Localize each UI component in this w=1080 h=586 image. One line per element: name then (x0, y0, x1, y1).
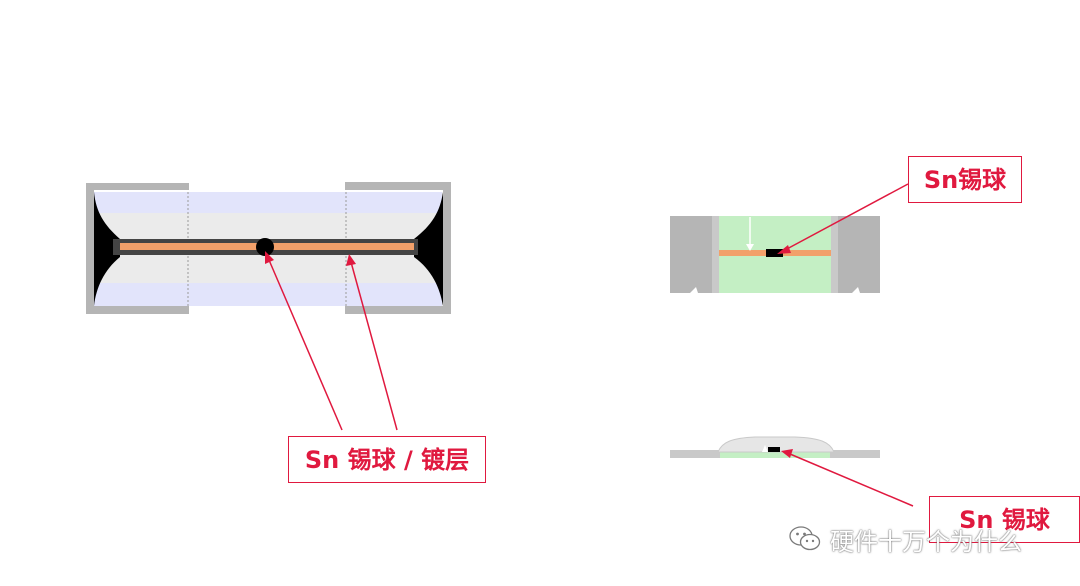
profile-right-terminal (830, 450, 880, 458)
callout-main-label: Sn 锡球 / 镀层 (304, 445, 470, 474)
callout-top-label: Sn锡球 (923, 165, 1007, 194)
arrowhead-top-callout (777, 245, 791, 254)
profile-left-terminal (670, 450, 720, 458)
thin-fuse-profile (670, 436, 880, 458)
arrowhead-bottom-callout (781, 449, 793, 458)
profile-gap-mark (762, 445, 768, 452)
leader-top-callout (784, 183, 909, 251)
arrowhead-main-ball (265, 251, 274, 264)
sn-solder-block-thin (768, 447, 780, 452)
sn-solder-ball (256, 238, 274, 256)
arrowhead-main-plating (346, 254, 356, 266)
right-terminal-inner (831, 216, 838, 293)
left-end-termination (94, 192, 120, 306)
callout-sn-ball-plating: Sn 锡球 / 镀层 (288, 436, 486, 483)
corner-mark-left (690, 287, 698, 293)
leader-main-to-plating (350, 261, 398, 431)
wechat-icon (788, 525, 822, 553)
sn-solder-block (766, 249, 783, 257)
watermark: 硬件十万个为什么 (788, 524, 1022, 556)
leader-bottom-callout (789, 453, 914, 507)
callout-leader-lines (265, 183, 914, 507)
watermark-text: 硬件十万个为什么 (830, 527, 1022, 556)
callout-sn-ball-bottom: Sn 锡球 (929, 496, 1080, 543)
white-indicator-arrowhead (746, 244, 754, 251)
corner-mark-right (852, 287, 860, 293)
large-fuse-cross-section (86, 182, 451, 314)
callout-bottom-label: Sn 锡球 (959, 505, 1050, 534)
left-terminal (670, 216, 712, 293)
callout-sn-ball-top: Sn锡球 (908, 156, 1022, 203)
right-end-termination (414, 192, 443, 306)
right-terminal (838, 216, 880, 293)
profile-dome-coating (717, 436, 835, 453)
small-fuse-cross-section (670, 216, 880, 293)
profile-green-layer (720, 452, 830, 458)
left-terminal-inner (712, 216, 719, 293)
leader-main-to-ball (268, 259, 343, 431)
